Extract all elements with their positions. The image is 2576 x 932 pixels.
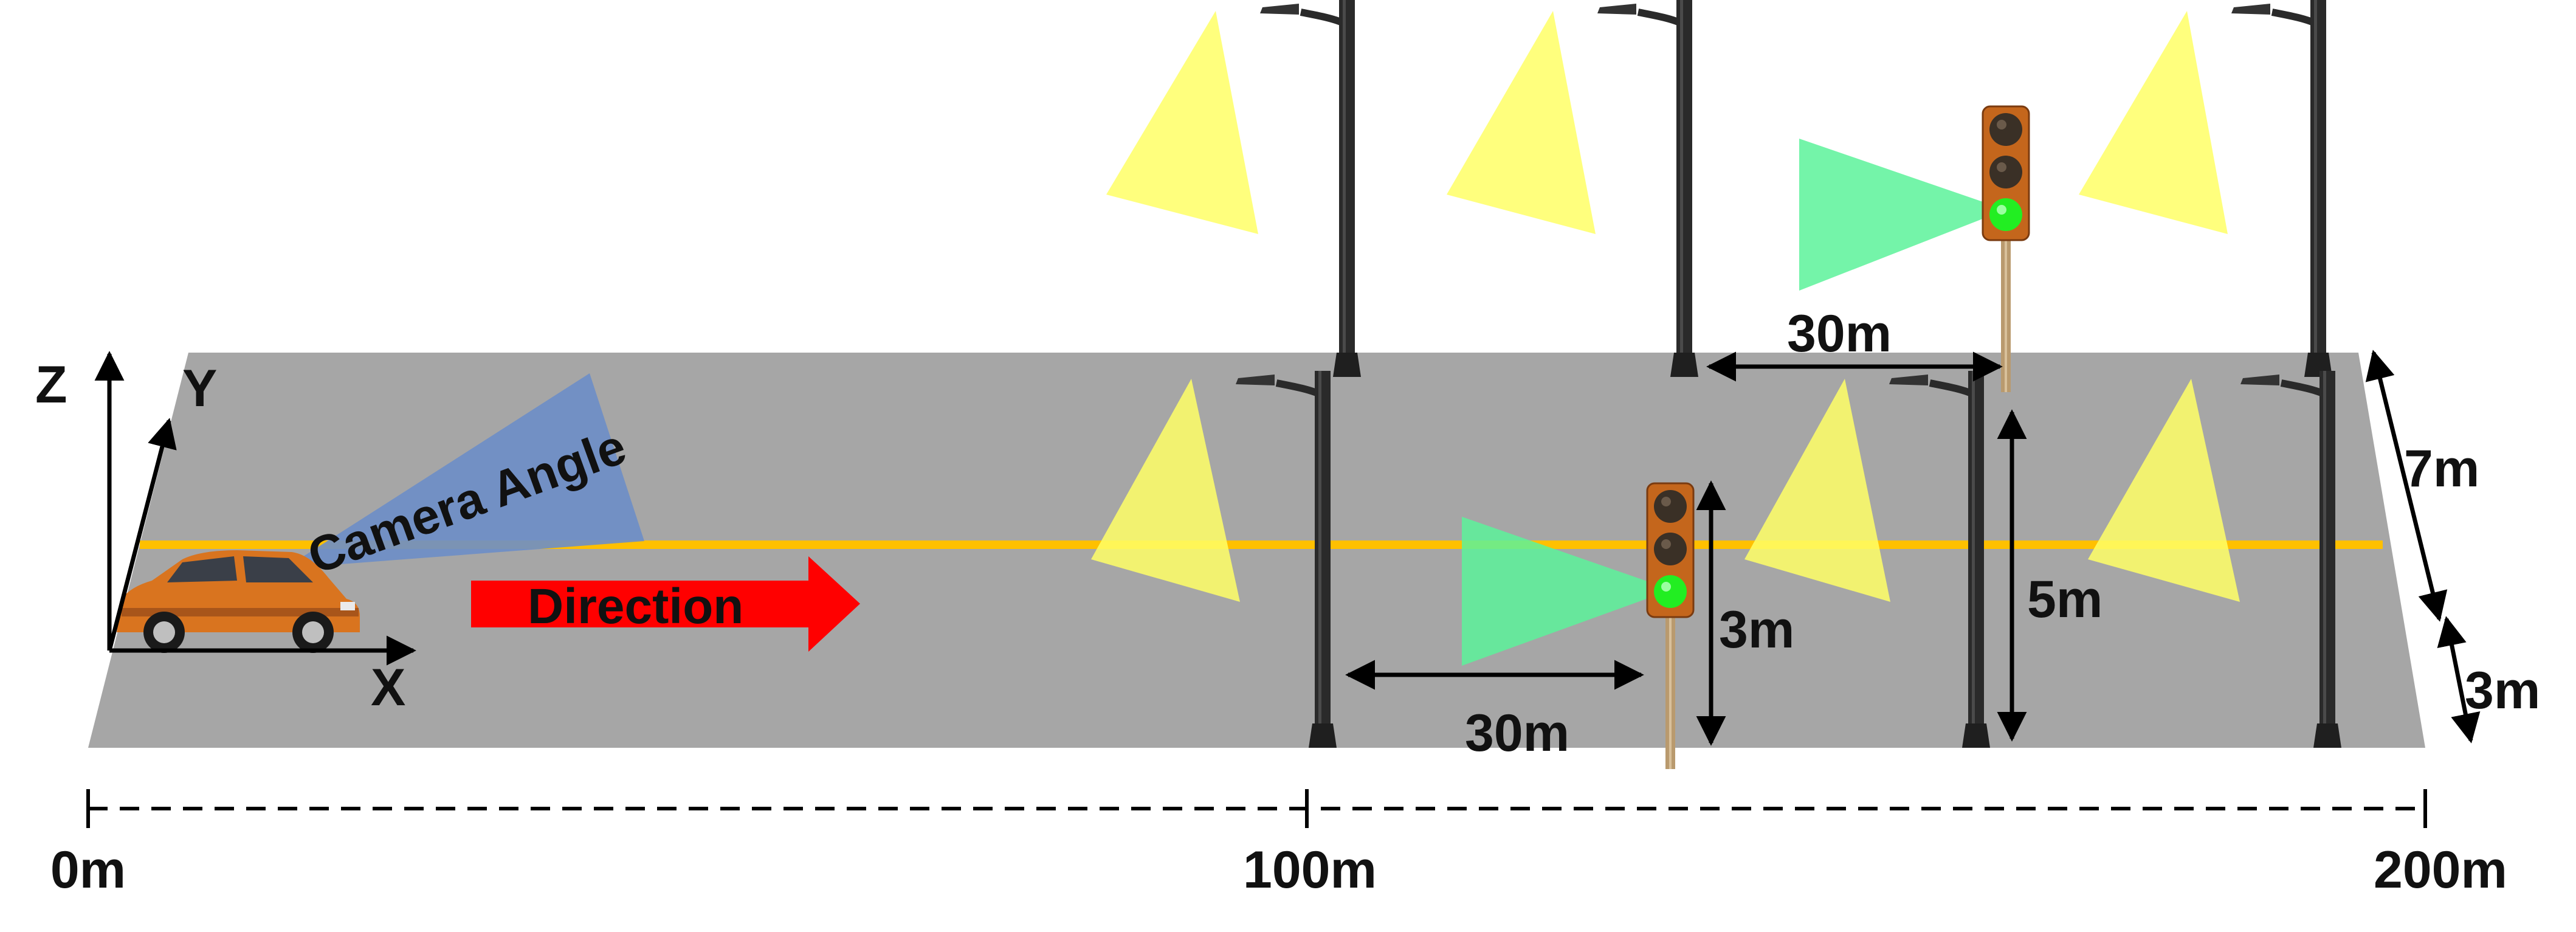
- dimension-arrows: [1345, 350, 2481, 746]
- width-dimension-label: 7m: [2404, 440, 2479, 498]
- height-dimension-label: 3m: [1719, 601, 1794, 659]
- coordinate-axes: [94, 351, 416, 666]
- height-dimension-label: 5m: [2027, 570, 2102, 629]
- streetlight-beams: [1091, 11, 2240, 602]
- axis-y-label: Y: [182, 359, 217, 418]
- camera-cone: [284, 373, 644, 568]
- axis-x-label: X: [371, 658, 405, 717]
- scale-tick-label: 100m: [1243, 841, 1377, 899]
- streetlight-icon: [1597, 0, 1698, 377]
- streetlight-icon: [1260, 0, 1361, 377]
- car-icon: [117, 550, 360, 653]
- spacing-dimension-label: 30m: [1465, 704, 1569, 762]
- distance-scale-bar: [86, 789, 2427, 828]
- direction-arrow: [471, 556, 860, 652]
- scale-tick-label: 0m: [50, 841, 126, 899]
- traffic-light-icon: [1982, 105, 2030, 393]
- axis-z-label: Z: [35, 356, 67, 414]
- scale-tick-label: 200m: [2374, 841, 2507, 899]
- width-dimension-label: 3m: [2465, 661, 2540, 720]
- streetlight-icon: [2231, 0, 2332, 377]
- traffic-light-beam: [1799, 139, 2006, 291]
- traffic-light-beam: [1462, 517, 1672, 666]
- spacing-dimension-label: 30m: [1787, 305, 1892, 363]
- direction-label: Direction: [528, 579, 743, 634]
